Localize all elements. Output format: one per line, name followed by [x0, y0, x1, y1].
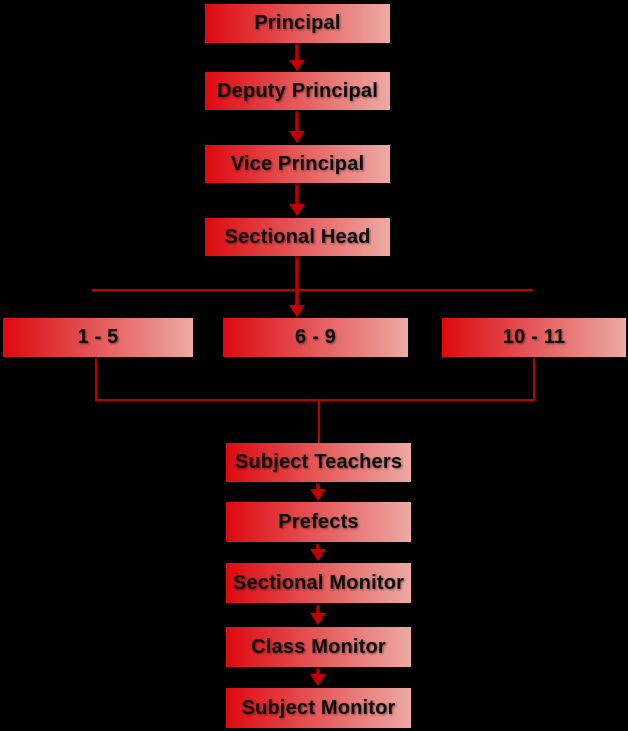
node-grades-1-5: 1 - 5 — [3, 318, 193, 357]
node-grades-6-9: 6 - 9 — [223, 318, 408, 357]
node-principal: Principal — [205, 4, 390, 43]
node-label: Vice Principal — [230, 152, 365, 175]
arrow-teachers-to-prefects — [310, 483, 326, 501]
node-sectional-monitor: Sectional Monitor — [226, 563, 411, 603]
node-vice-principal: Vice Principal — [205, 145, 390, 183]
node-grades-10-11: 10 - 11 — [442, 318, 626, 357]
node-label: Sectional Monitor — [232, 571, 405, 594]
node-label: Subject Monitor — [241, 696, 396, 719]
node-subject-teachers: Subject Teachers — [226, 443, 411, 482]
arrow-sectional-head-to-grades — [289, 256, 305, 317]
arrow-class-monitor-to-subject-monitor — [310, 668, 326, 686]
node-subject-monitor: Subject Monitor — [226, 688, 411, 728]
arrow-sectional-monitor-to-class-monitor — [310, 605, 326, 625]
node-class-monitor: Class Monitor — [226, 627, 411, 667]
node-sectional-head: Sectional Head — [205, 218, 390, 256]
node-prefects: Prefects — [226, 502, 411, 542]
arrow-vice-to-sectional-head — [289, 184, 305, 216]
arrow-prefects-to-sectional-monitor — [310, 544, 326, 561]
node-label: Subject Teachers — [234, 451, 403, 473]
node-label: 10 - 11 — [502, 326, 566, 348]
node-label: Prefects — [278, 510, 359, 533]
node-label: 6 - 9 — [294, 326, 337, 348]
arrow-deputy-to-vice — [289, 111, 305, 143]
node-deputy-principal: Deputy Principal — [205, 72, 390, 110]
node-label: 1 - 5 — [77, 326, 119, 348]
node-label: Deputy Principal — [216, 79, 378, 102]
node-label: Principal — [254, 12, 341, 34]
node-label: Class Monitor — [251, 635, 386, 658]
arrow-principal-to-deputy — [289, 44, 305, 71]
node-label: Sectional Head — [224, 225, 371, 248]
